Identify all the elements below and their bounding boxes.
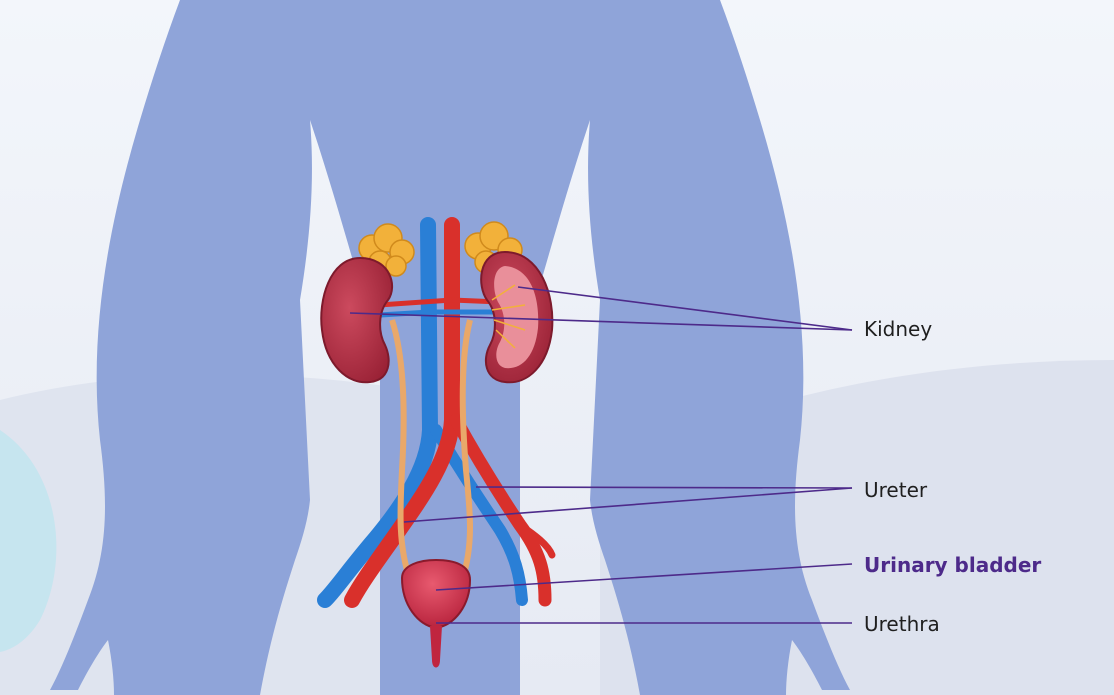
label-kidney: Kidney	[864, 317, 932, 341]
leader-ureter-2	[476, 487, 852, 488]
label-urethra: Urethra	[864, 612, 940, 636]
label-ureter: Ureter	[864, 478, 927, 502]
label-urinary-bladder: Urinary bladder	[864, 553, 1041, 577]
